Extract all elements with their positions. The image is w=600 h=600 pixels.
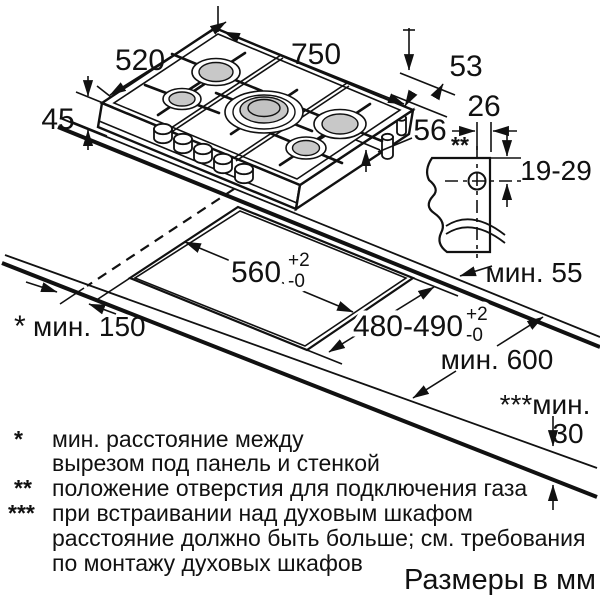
dim-gas-hole-depth: 19-29 [490,132,592,207]
dim-rear-clearance: мин. 55 [459,257,583,288]
footnote-1-line-2: вырезом под панель и стенкой [52,450,380,476]
dim-hob-width: 750 [217,6,405,105]
dim-cutout-width: 560 +2 -0 [184,241,354,313]
knob-2 [173,132,193,155]
footnote-3-line-1: при встраивании над духовым шкафом [52,500,473,526]
burner-right [313,108,367,140]
cutout-edge-extension-right [412,277,459,297]
worktop-rear-edge-line [59,117,600,338]
wall-clearance-label: мин. 150 [33,311,146,342]
gas-hole-depth-label: 19-29 [520,155,592,186]
cutout-edge-extension-left [94,277,131,302]
footnote-3-line-3: по монтажу духовых шкафов [52,550,363,576]
knob-4 [213,152,233,175]
worktop-view: 560 +2 -0 480-490 +2 -0 мин. 55 * мин. 1… [1,117,600,510]
hob-height-label: 45 [41,103,74,136]
worktop-front-edge-line [4,254,598,469]
burner-front-center [285,136,327,160]
knob-1 [153,122,173,145]
rear-clearance-label: мин. 55 [485,257,582,288]
control-knobs [153,122,254,185]
hob-leg-front [381,132,394,160]
hob-width-label: 750 [291,38,341,71]
dim-below-clearance: ***мин. 30 [500,389,591,510]
footnotes: * мин. расстояние между вырезом под пане… [8,426,585,576]
cutout-depth-label: 480-490 [353,310,463,343]
dim-body-depth: 56 [355,114,447,172]
rear-offset-label: 53 [449,50,482,83]
footnote-1-line-1: мин. расстояние между [52,426,304,452]
hob-side-profile-outline [425,156,492,254]
knob-5 [234,162,254,185]
footnote-2-marker: ** [14,475,32,501]
dim-hob-height: 45 [41,76,114,150]
footnote-2-line-1: положение отверстия для подключения газа [52,475,527,501]
break-arc-2 [445,226,506,244]
worktop-rear-edge-thick-line [57,125,600,349]
worktop-depth-label: мин. 600 [441,344,554,375]
dim-cutout-depth: 480-490 +2 -0 [328,286,493,353]
hob-depth-label: 520 [115,44,165,77]
cutout-edge-extension-front [306,349,343,365]
dim-worktop-depth: мин. 600 [412,316,554,399]
below-clearance-marker: ***мин. [500,389,591,420]
cutout-width-tol-plus: +2 [288,250,310,271]
hob-isometric-view: 520 750 45 53 [41,6,483,212]
burner-rear-left [191,57,241,87]
dim-rear-offset: 53 [391,28,483,118]
dim-wall-clearance: * мин. 150 [14,281,146,343]
below-clearance-value: 30 [552,418,583,449]
footnote-1-marker: * [14,426,23,452]
break-arc-1 [445,218,506,236]
cutout-width-tol-minus: -0 [288,271,305,292]
body-depth-label: 56 [413,114,446,147]
cutout-depth-tol-plus: +2 [466,304,488,325]
units-caption: Размеры в мм [404,564,596,596]
worktop-front-thick-line [1,261,598,499]
gas-hole-marker: ** [451,132,469,158]
gas-connection-detail-view: 26 ** 19-29 [425,90,592,258]
burner-front-left [162,87,202,111]
wall-clearance-marker: * [14,310,26,343]
dim-gas-hole-offset: 26 ** [451,90,517,158]
footnote-3-marker: *** [8,500,35,526]
footnote-3-line-2: расстояние должно быть больше; см. требо… [52,525,585,551]
burner-center-wok [224,90,304,134]
wall-extension-line [59,287,85,305]
cutout-depth-tol-minus: -0 [466,325,483,346]
wall-dashed-line [86,188,235,287]
knob-3 [193,142,213,165]
cutout-width-label: 560 [231,256,281,289]
dim-hob-depth: 520 [96,21,227,98]
gas-hole-offset-label: 26 [467,90,500,123]
